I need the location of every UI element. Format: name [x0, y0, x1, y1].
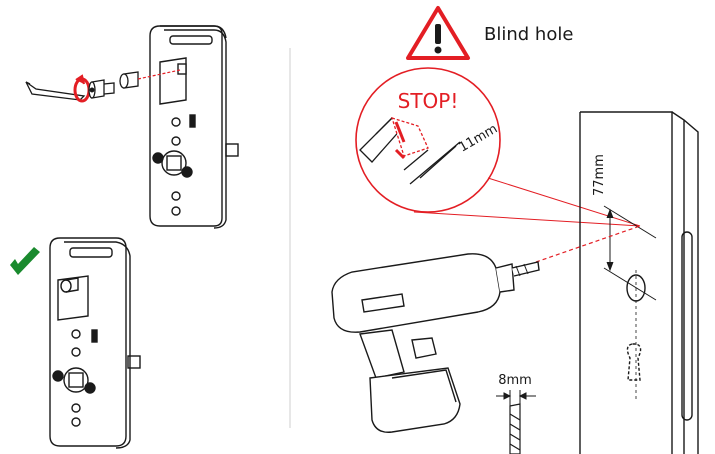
allen-key-icon	[25, 81, 86, 101]
drill-bit-icon	[509, 403, 521, 454]
callout-leader	[413, 211, 641, 227]
lock-body-bottom	[49, 237, 141, 449]
lock-body-top	[149, 25, 239, 229]
alignment-line	[137, 69, 181, 80]
bit-diameter-dimension	[496, 390, 536, 406]
warning-triangle-icon	[406, 6, 470, 60]
drill-axis	[535, 225, 641, 263]
bit-diameter-label: 8mm	[498, 373, 532, 388]
offset-dimension	[603, 205, 657, 301]
magnifier-callout	[355, 67, 501, 213]
power-drill-icon	[331, 253, 540, 433]
callout-leader	[487, 177, 641, 227]
stop-label: STOP!	[398, 89, 459, 113]
offset-dimension-label: 77mm	[592, 154, 607, 196]
screw-assembly	[25, 71, 139, 103]
door-profile	[579, 111, 699, 454]
checkmark-icon	[10, 247, 40, 275]
warning-label: Blind hole	[484, 24, 573, 45]
drill-tip-detail	[359, 117, 461, 185]
